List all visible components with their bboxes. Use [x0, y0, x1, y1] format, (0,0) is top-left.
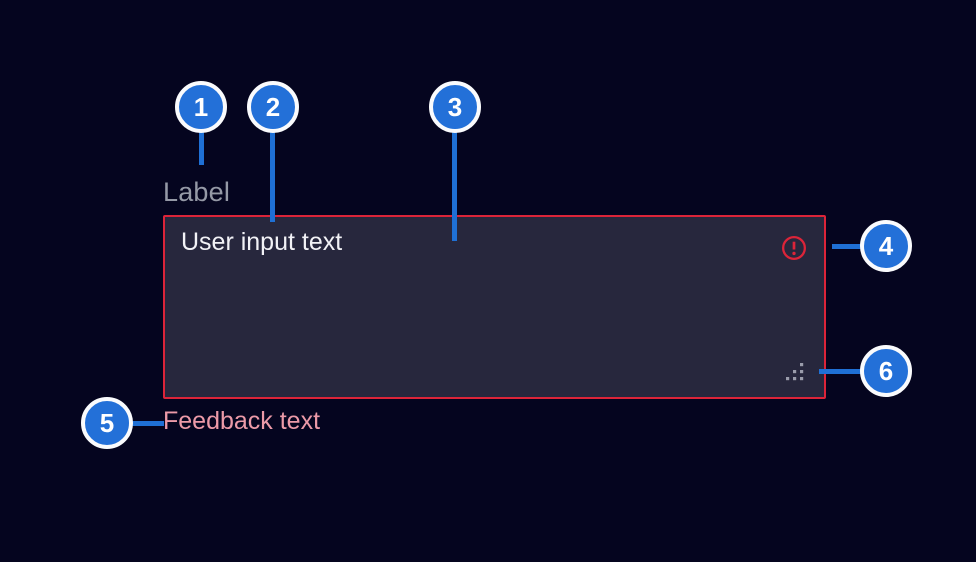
- leader-line-5: [131, 421, 164, 426]
- callout-badge-6: 6: [860, 345, 912, 397]
- alert-icon: [781, 235, 807, 261]
- leader-line-1: [199, 131, 204, 165]
- resize-grip-icon[interactable]: [783, 360, 807, 384]
- leader-line-4: [832, 244, 862, 249]
- textarea-input[interactable]: User input text: [165, 217, 824, 397]
- callout-badge-2: 2: [247, 81, 299, 133]
- callout-badge-4: 4: [860, 220, 912, 272]
- leader-line-3: [452, 131, 457, 241]
- leader-line-2: [270, 131, 275, 222]
- textarea-label: Label: [163, 177, 231, 207]
- feedback-text: Feedback text: [163, 407, 321, 435]
- callout-badge-5: 5: [81, 397, 133, 449]
- textarea-container: User input text: [163, 215, 826, 399]
- leader-line-6: [819, 369, 862, 374]
- callout-badge-1: 1: [175, 81, 227, 133]
- callout-badge-3: 3: [429, 81, 481, 133]
